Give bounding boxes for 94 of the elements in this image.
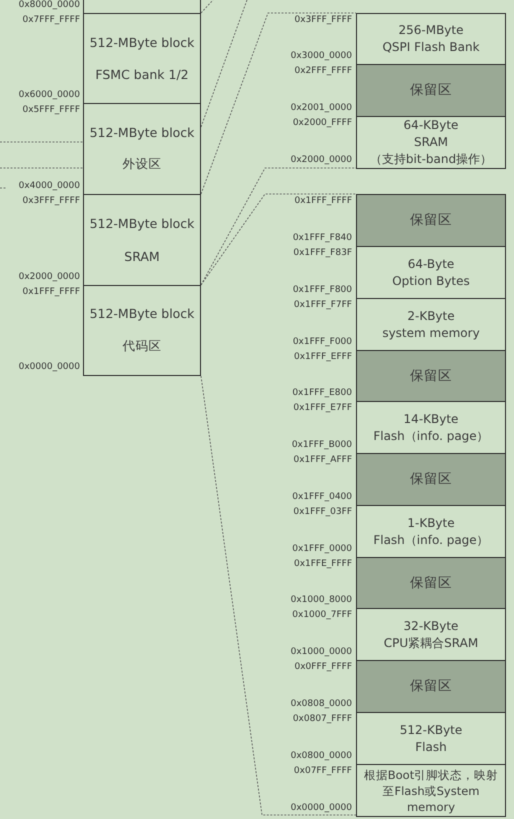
block-label: CPU紧耦合SRAM: [384, 634, 478, 652]
region-label: 保留区: [410, 212, 452, 229]
address-label: 0x2000_FFFF: [292, 118, 352, 128]
address-label: 0x8000_0000: [18, 0, 80, 10]
address-label: 0x0800_0000: [290, 751, 352, 761]
address-label: 0x1FFF_FFFF: [22, 287, 80, 297]
region-label: 保留区: [410, 82, 452, 99]
block-label: FSMC bank 1/2: [95, 67, 189, 82]
address-label: 0x6000_0000: [18, 90, 80, 100]
address-label: 0x1000_0000: [290, 647, 352, 657]
address-label: 0x1FFF_AFFF: [294, 455, 352, 465]
reserved-region: [356, 557, 506, 609]
memory-region: [356, 608, 506, 661]
reserved-region: [356, 660, 506, 713]
block-label: 512-MByte block: [90, 306, 194, 322]
memory-block: [83, 285, 201, 376]
reserved-region: [356, 194, 506, 247]
address-label: 0x2001_0000: [290, 103, 352, 113]
address-label: 0x3FFF_FFFF: [22, 196, 80, 206]
address-label: 0x1FFF_B000: [292, 440, 352, 450]
block-label: 2-KByte: [407, 308, 455, 324]
memory-region: [356, 298, 506, 351]
address-label: 0x1FFF_03FF: [293, 507, 352, 517]
region-label: 保留区: [410, 574, 452, 592]
block-label: 32-KByte: [404, 618, 458, 634]
memory-block: [83, 194, 201, 286]
address-label: 0x1FFF_FFFF: [294, 196, 352, 206]
address-label: 0x7FFF_FFFF: [22, 15, 80, 25]
address-label: 0x0808_0000: [290, 699, 352, 709]
address-label: 0x1FFF_0000: [292, 544, 352, 554]
address-label: 0x4000_0000: [18, 181, 80, 191]
region-label: 保留区: [410, 368, 452, 384]
reserved-region: [356, 64, 506, 117]
memory-region: [356, 764, 506, 817]
block-label: 512-MByte block: [90, 124, 194, 140]
memory-region: [356, 246, 506, 299]
block-label: SRAM: [124, 248, 160, 264]
block-label: 外设区: [122, 156, 162, 174]
address-label: 0x1FFF_F83F: [293, 248, 352, 258]
block-label: Option Bytes: [392, 272, 470, 290]
memory-region: [356, 505, 506, 558]
address-label: 0x3FFF_FFFF: [294, 15, 352, 25]
memory-region: [356, 116, 506, 169]
memory-block: [83, 13, 201, 104]
address-label: 0x3000_0000: [290, 51, 352, 61]
address-label: 0x1FFF_EFFF: [294, 352, 352, 362]
connector-line: [200, 194, 356, 286]
address-label: 0x1FFF_F800: [292, 285, 352, 295]
connector-line: [200, 376, 356, 816]
address-label: 0x1000_8000: [290, 595, 352, 605]
block-label: SRAM: [414, 134, 448, 151]
block-label: 64-KByte: [404, 117, 458, 134]
connector-line: [200, 0, 214, 14]
address-label: 0x0000_0000: [18, 362, 80, 372]
block-label: 256-MByte: [398, 22, 464, 39]
block-label: 512-MByte block: [90, 35, 194, 50]
memory-region: [356, 13, 506, 65]
memory-block: [83, 103, 201, 195]
block-label: 512-KByte: [400, 722, 462, 738]
region-label: 保留区: [410, 471, 452, 488]
address-label: 0x07FF_FFFF: [294, 766, 352, 776]
address-label: 0x1FFF_0400: [292, 492, 352, 502]
block-label: 根据Boot引脚状态，映射至Flash或System memory: [362, 766, 500, 814]
block-label: Flash: [415, 738, 447, 756]
block-label: Flash（info. page）: [373, 428, 489, 444]
block-label: 14-KByte: [404, 410, 458, 428]
address-label: 0x1FFF_F000: [292, 337, 352, 347]
block-label: （支持bit-band操作）: [370, 151, 492, 168]
address-label: 0x1FFF_E7FF: [293, 403, 352, 413]
address-label: 0x1FFF_F7FF: [294, 300, 352, 310]
reserved-region: [356, 350, 506, 402]
address-label: 0x2000_0000: [18, 272, 80, 282]
address-label: 0x5FFF_FFFF: [22, 105, 80, 115]
address-label: 0x1FFE_FFFF: [294, 559, 352, 569]
block-label: QSPI Flash Bank: [382, 39, 480, 56]
address-label: 0x2FFF_FFFF: [294, 66, 352, 76]
block-label: 512-MByte block: [90, 216, 194, 232]
block-label: system memory: [382, 324, 480, 342]
address-label: 0x1FFF_E800: [292, 388, 352, 398]
block-label: 代码区: [122, 338, 162, 355]
memory-region: [356, 401, 506, 454]
address-label: 0x1000_7FFF: [292, 610, 352, 620]
block-label: 64-Byte: [408, 256, 454, 272]
address-label: 0x0000_0000: [290, 803, 352, 813]
reserved-region: [356, 453, 506, 506]
memory-region: [356, 712, 506, 765]
address-label: 0x2000_0000: [290, 155, 352, 165]
address-label: 0x0807_FFFF: [292, 714, 352, 724]
block-label: Flash（info. page）: [373, 532, 489, 548]
connector-line: [200, 168, 356, 286]
region-label: 保留区: [410, 678, 452, 695]
address-label: 0x1FFF_F840: [292, 233, 352, 243]
block-label: 1-KByte: [407, 514, 455, 532]
address-label: 0x0FFF_FFFF: [294, 662, 352, 672]
